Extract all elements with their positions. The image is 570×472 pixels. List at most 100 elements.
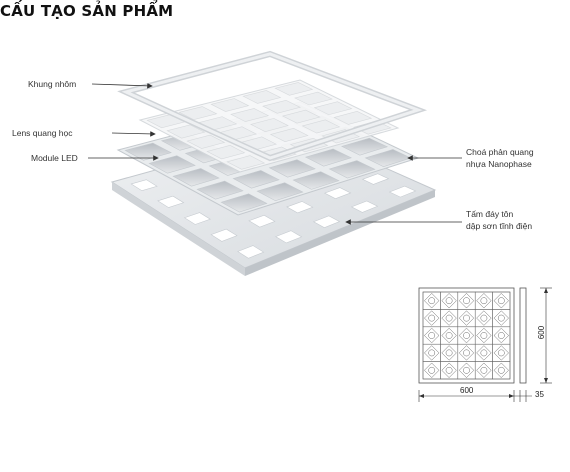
lens-cell bbox=[210, 98, 250, 112]
front-view-diamond bbox=[458, 327, 475, 344]
base-hole bbox=[237, 245, 265, 259]
front-view-led bbox=[428, 332, 436, 339]
front-view-diamond bbox=[493, 345, 509, 361]
front-view-diamond bbox=[476, 362, 492, 378]
front-view-led bbox=[480, 366, 488, 374]
lens-cell bbox=[166, 124, 206, 139]
front-view-led bbox=[428, 349, 436, 357]
reflector-cell bbox=[172, 168, 220, 187]
label-base-2: dập sơn tĩnh điện bbox=[466, 221, 533, 231]
front-view-diamond bbox=[493, 362, 509, 378]
front-view-led bbox=[463, 314, 470, 322]
reflector-cell bbox=[268, 159, 316, 178]
reflector-cell bbox=[232, 170, 280, 189]
reflector-cell bbox=[148, 155, 196, 174]
front-view-led bbox=[463, 349, 470, 357]
base-hole bbox=[361, 173, 390, 185]
front-view-diamond bbox=[441, 293, 457, 309]
front-view-led bbox=[480, 314, 488, 322]
front-view-diamond bbox=[424, 345, 440, 361]
front-view-diamond bbox=[424, 327, 440, 344]
lens-cell bbox=[269, 128, 309, 143]
dimension-height: 600 bbox=[537, 325, 547, 340]
base-hole bbox=[312, 215, 341, 229]
front-view-diamond bbox=[476, 310, 492, 326]
page-title: CẤU TẠO SẢN PHẨM bbox=[0, 2, 174, 20]
front-view-led bbox=[463, 366, 470, 374]
lens-cell bbox=[178, 106, 218, 120]
front-view-diamond bbox=[476, 327, 492, 344]
front-view-led bbox=[480, 349, 488, 357]
front-view-led bbox=[480, 297, 488, 305]
label-module: Module LED bbox=[31, 153, 78, 163]
lens-cell bbox=[294, 91, 333, 106]
front-view-drawing bbox=[418, 287, 552, 402]
front-view-led bbox=[428, 297, 436, 305]
base-hole bbox=[157, 195, 185, 208]
lens-cell bbox=[301, 119, 341, 134]
base-hole bbox=[183, 212, 211, 225]
lens-cell bbox=[262, 99, 301, 114]
lens-cell bbox=[186, 134, 226, 149]
reflector-cell bbox=[220, 193, 268, 213]
front-view-diamond bbox=[424, 310, 440, 326]
base-hole bbox=[388, 185, 417, 198]
front-view-diamond bbox=[441, 310, 457, 326]
front-view-led bbox=[463, 332, 470, 339]
front-view-diamond bbox=[493, 327, 509, 344]
reflector-cell bbox=[292, 171, 340, 190]
front-view-led bbox=[497, 349, 505, 357]
front-view-led bbox=[497, 314, 505, 322]
front-view-diamond bbox=[441, 362, 457, 378]
front-view-diamond bbox=[493, 293, 509, 309]
label-reflector-1: Choá phản quang bbox=[466, 147, 534, 157]
front-view-diamond bbox=[424, 293, 440, 309]
front-view-led bbox=[428, 366, 436, 374]
front-view-led bbox=[445, 297, 453, 305]
front-view-diamond bbox=[476, 345, 492, 361]
label-reflector-2: nhựa Nanophase bbox=[466, 159, 532, 169]
lens-cell bbox=[250, 118, 289, 132]
front-view-diamond bbox=[441, 327, 457, 344]
base-hole bbox=[275, 230, 303, 244]
front-view-diamond bbox=[441, 345, 457, 361]
front-view-diamond bbox=[424, 362, 440, 378]
front-view-led bbox=[445, 349, 453, 357]
front-view-diamond bbox=[458, 362, 475, 378]
base-hole bbox=[248, 214, 276, 228]
leader-lines bbox=[88, 83, 462, 225]
aluminium-frame bbox=[117, 50, 428, 162]
reflector-cell bbox=[196, 180, 244, 200]
front-view-diamond bbox=[458, 310, 475, 326]
lens-cell bbox=[274, 82, 314, 96]
reflector-cell bbox=[340, 137, 389, 156]
front-view-led bbox=[445, 366, 453, 374]
front-view-led bbox=[463, 297, 470, 305]
front-view-led bbox=[497, 366, 505, 374]
lens-cell bbox=[230, 108, 270, 122]
lens-cell bbox=[242, 90, 282, 104]
side-view-drawing bbox=[519, 287, 527, 384]
reflector-cell bbox=[328, 160, 376, 179]
lens-cell bbox=[333, 111, 373, 125]
lens-cell bbox=[313, 101, 353, 116]
reflector-cell bbox=[304, 148, 352, 167]
frame-arrow bbox=[91, 83, 153, 89]
front-view-led bbox=[445, 332, 453, 339]
front-view-led bbox=[497, 297, 505, 305]
front-view-led bbox=[480, 332, 488, 339]
dimension-width: 600 bbox=[460, 386, 474, 395]
optical-lens bbox=[138, 79, 400, 173]
label-lens: Lens quang học bbox=[12, 128, 73, 138]
reflector-cell bbox=[124, 142, 172, 161]
base-hole bbox=[210, 228, 238, 242]
lens-cell bbox=[206, 145, 246, 160]
front-view-diamond bbox=[458, 345, 475, 361]
front-view-cell bbox=[492, 361, 511, 380]
base-hole bbox=[323, 187, 352, 199]
front-view-diamond bbox=[493, 310, 509, 326]
front-view-diamond bbox=[458, 293, 475, 309]
front-view-diamond bbox=[476, 293, 492, 309]
base-hole bbox=[350, 200, 379, 213]
